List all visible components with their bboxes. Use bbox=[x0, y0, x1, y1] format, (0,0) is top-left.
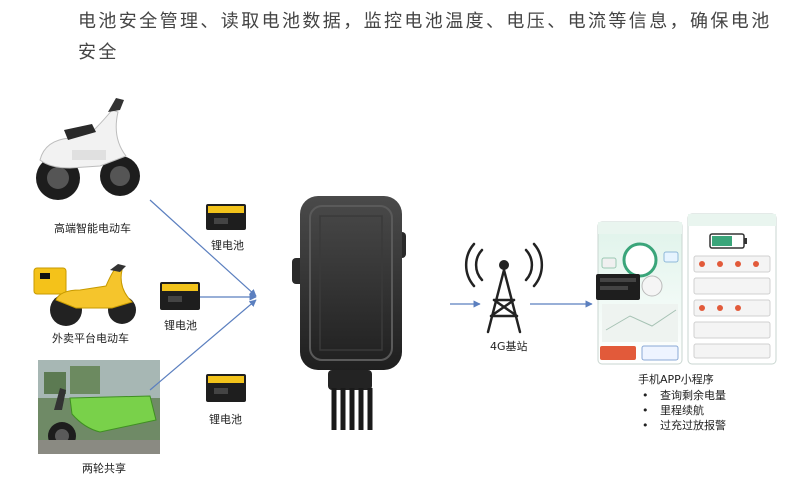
feature-item: 过充过放报警 bbox=[642, 418, 726, 433]
vehicle-label-delivery: 外卖平台电动车 bbox=[52, 332, 129, 345]
arrow-smart-scooter bbox=[149, 199, 257, 297]
battery-tracker-device bbox=[292, 196, 406, 430]
base-station-label: 4G基站 bbox=[490, 340, 528, 353]
feature-item: 里程续航 bbox=[642, 403, 726, 418]
vehicle-label-smart: 高端智能电动车 bbox=[54, 222, 131, 235]
app-feature-list: 手机APP小程序 查询剩余电量 里程续航 过充过放报警 bbox=[638, 372, 726, 433]
battery-label-2: 锂电池 bbox=[164, 319, 197, 332]
battery-label-1: 锂电池 bbox=[211, 239, 244, 252]
page-title: 电池安全管理、读取电池数据，监控电池温度、电压、电流等信息，确保电池安全 bbox=[78, 11, 772, 63]
feature-items: 查询剩余电量 里程续航 过充过放报警 bbox=[638, 388, 726, 433]
app-screen-dashboard bbox=[596, 221, 683, 365]
app-heading: 手机APP小程序 bbox=[638, 373, 714, 386]
battery-label-3: 锂电池 bbox=[209, 413, 242, 426]
battery-image-1 bbox=[206, 204, 246, 230]
app-screen-battery-detail bbox=[687, 213, 777, 365]
feature-item: 查询剩余电量 bbox=[642, 388, 726, 403]
shared-scooters-image bbox=[38, 360, 160, 454]
arrow-shared-scooter bbox=[149, 299, 257, 391]
input-arrows bbox=[149, 199, 257, 391]
smart-scooter-image bbox=[36, 98, 140, 200]
battery-image-2 bbox=[160, 282, 200, 310]
delivery-scooter-image bbox=[33, 264, 136, 326]
battery-image-3 bbox=[206, 374, 246, 402]
vehicle-label-shared: 两轮共享 bbox=[82, 462, 126, 475]
tower-icon bbox=[464, 242, 544, 334]
